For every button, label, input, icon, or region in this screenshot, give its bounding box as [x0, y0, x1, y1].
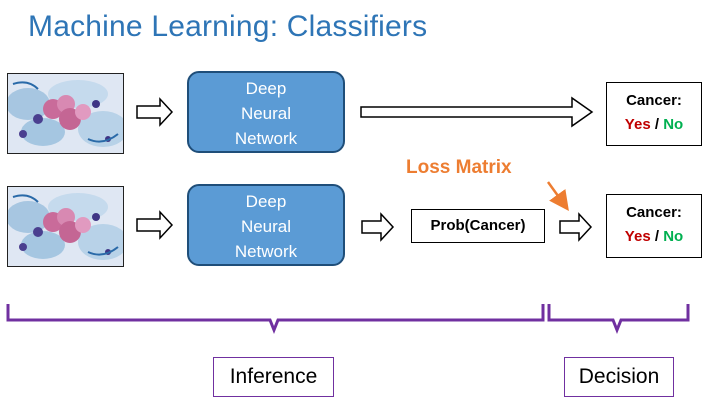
dnn-label-line: Neural [240, 217, 292, 236]
arrow-hollow-icon [361, 212, 395, 242]
dnn-label-line: Network [234, 129, 298, 148]
dnn-label-line: Network [234, 242, 298, 261]
loss-arrow-icon [546, 181, 569, 212]
diagram-title: Machine Learning: Classifiers [28, 10, 428, 43]
yes-label: Yes [624, 116, 651, 133]
prob-cancer-box: Prob(Cancer) [411, 209, 545, 243]
decision-label: Decision [564, 357, 674, 397]
dnn-label-line: Deep [245, 79, 287, 98]
yes-label: Yes [624, 228, 651, 245]
arrow-hollow-icon [136, 210, 174, 240]
cancer-label: Cancer: [626, 204, 682, 221]
arrow-hollow-icon [559, 212, 593, 242]
dnn-box-1: Deep Neural Network [187, 71, 345, 153]
dnn-label-line: Neural [240, 104, 292, 123]
dnn-box-2: Deep Neural Network [187, 184, 345, 266]
output-box-2: Cancer: Yes / No [606, 194, 702, 258]
inference-brace-icon [6, 304, 545, 335]
cell-image-2 [7, 186, 124, 267]
yes-no-line: Yes / No [607, 113, 701, 137]
output-box-1: Cancer: Yes / No [606, 82, 702, 146]
arrow-hollow-icon [136, 97, 174, 127]
arrow-hollow-long-icon [360, 96, 594, 128]
no-label: No [663, 116, 684, 133]
cell-image-1 [7, 73, 124, 154]
loss-matrix-label: Loss Matrix [406, 157, 512, 178]
yes-no-line: Yes / No [607, 225, 701, 249]
cancer-label: Cancer: [626, 92, 682, 109]
slash: / [654, 116, 660, 133]
slash: / [654, 228, 660, 245]
decision-brace-icon [547, 304, 690, 335]
no-label: No [663, 228, 684, 245]
dnn-label-line: Deep [245, 192, 287, 211]
inference-label: Inference [213, 357, 334, 397]
